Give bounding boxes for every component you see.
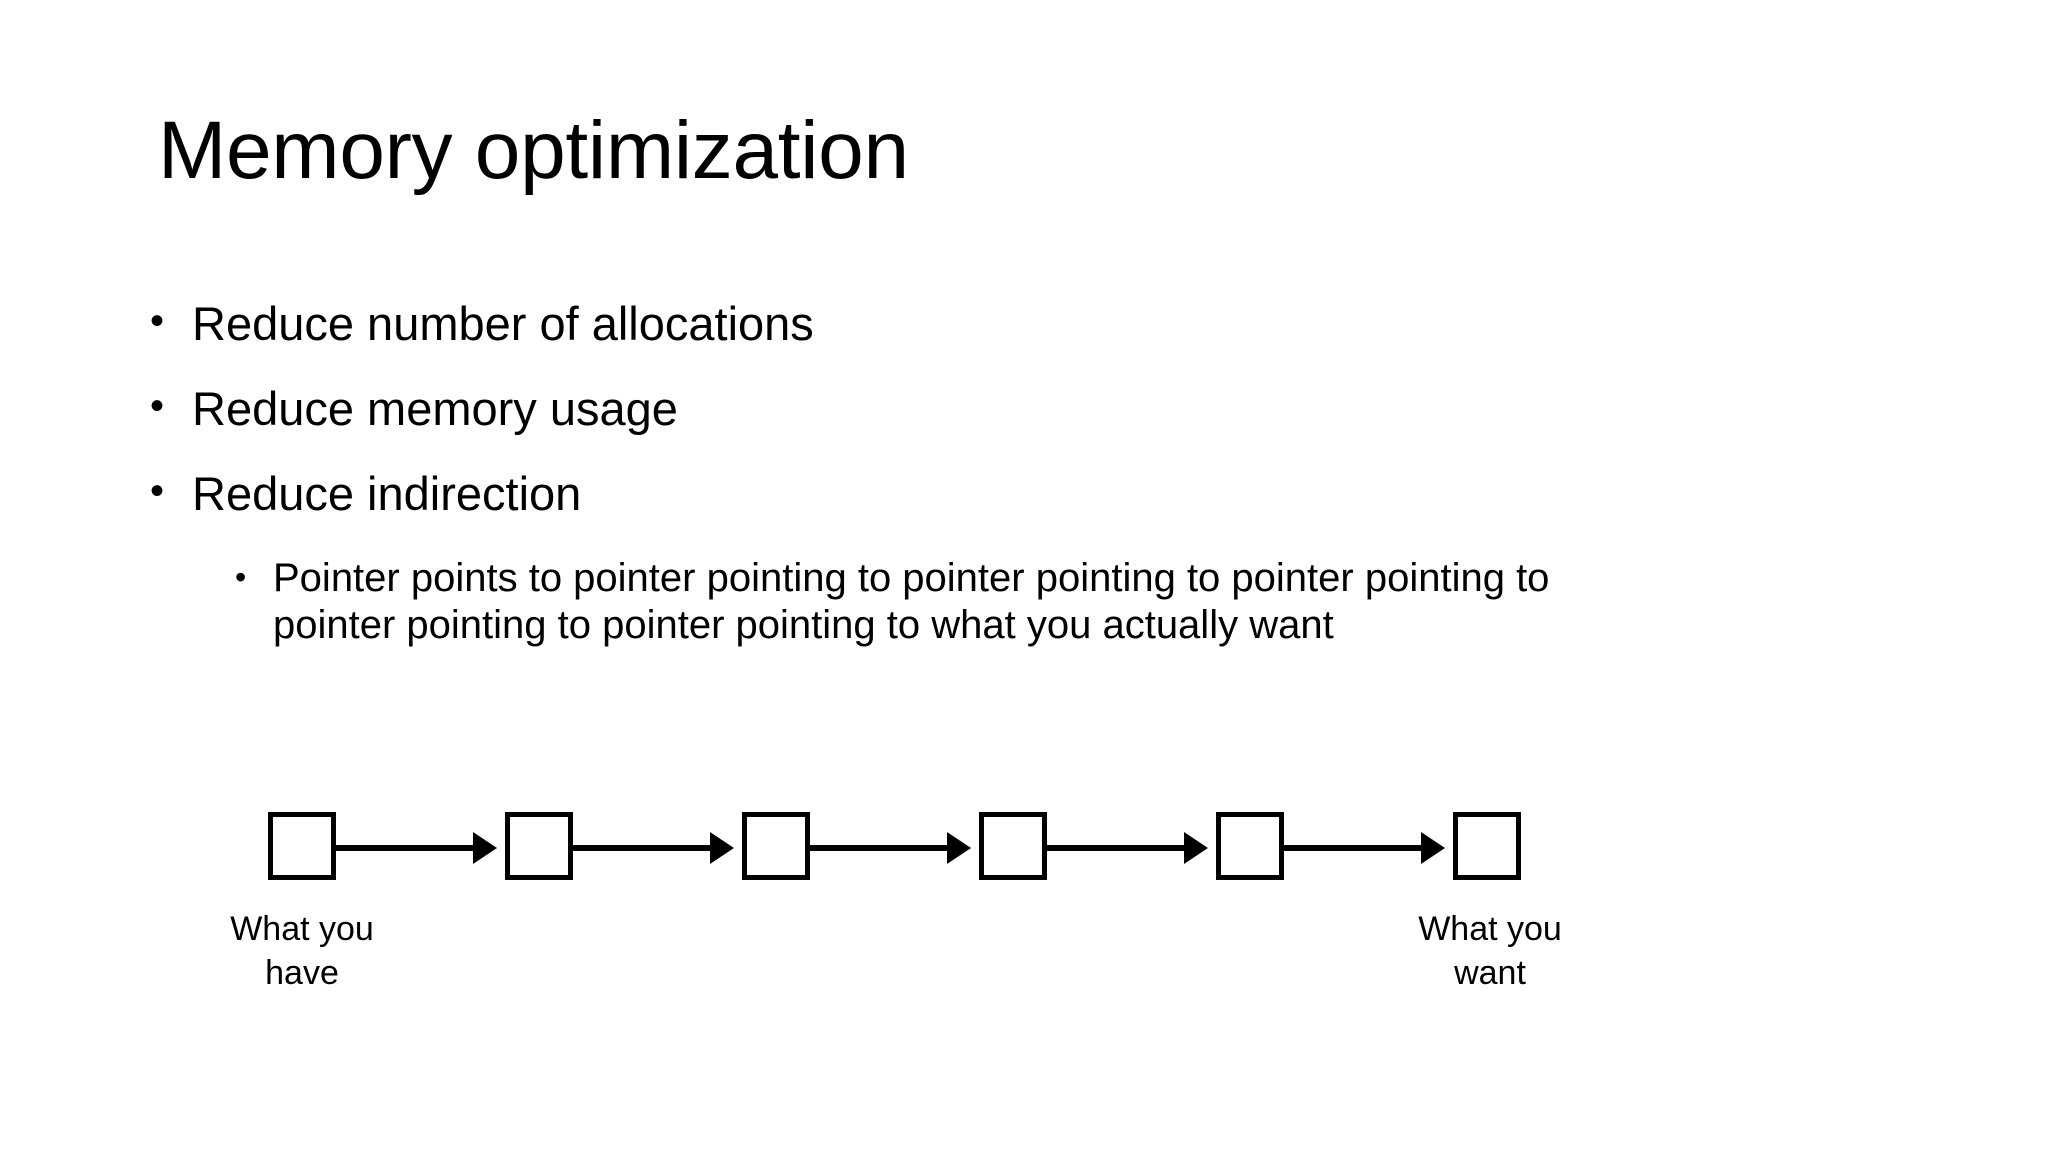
- bullet-marker-icon: •: [150, 469, 165, 513]
- sub-list-item-line-1: Pointer points to pointer pointing to po…: [273, 556, 1550, 600]
- diagram-label-what-you-want: What you want: [1375, 908, 1605, 995]
- pointer-arrow-line-5: [1284, 845, 1425, 851]
- pointer-arrow-head-5: [1421, 832, 1445, 864]
- page-title: Memory optimization: [158, 105, 909, 196]
- pointer-node-5: [1216, 812, 1284, 880]
- diagram-label-what-you-have: What you have: [187, 908, 417, 995]
- list-item-label: Reduce number of allocations: [192, 297, 814, 350]
- pointer-node-6: [1453, 812, 1521, 880]
- list-item: • Reduce number of allocations: [150, 297, 1940, 350]
- pointer-arrow-line-3: [810, 845, 951, 851]
- pointer-node-3: [742, 812, 810, 880]
- pointer-arrow-head-4: [1184, 832, 1208, 864]
- pointer-node-4: [979, 812, 1047, 880]
- bullet-marker-icon: •: [150, 299, 165, 343]
- pointer-chain: [268, 812, 1524, 884]
- diagram-label-have-line-2: have: [265, 953, 339, 992]
- pointer-chain-diagram: What you have What you want: [0, 780, 2048, 1080]
- sub-bullet-marker-icon: •: [235, 559, 247, 595]
- pointer-arrow-line-2: [573, 845, 714, 851]
- pointer-node-1: [268, 812, 336, 880]
- pointer-arrow-head-2: [710, 832, 734, 864]
- bullet-list: • Reduce number of allocations • Reduce …: [150, 297, 1940, 649]
- pointer-arrow-line-1: [336, 845, 477, 851]
- sub-list-item-line-2: pointer pointing to pointer pointing to …: [273, 603, 1334, 648]
- list-item: • Reduce indirection: [150, 467, 1940, 520]
- pointer-arrow-head-3: [947, 832, 971, 864]
- list-item-label: Reduce indirection: [192, 467, 582, 520]
- sub-list-item-label: Pointer points to pointer pointing to po…: [273, 555, 1549, 649]
- diagram-label-want-line-1: What you: [1418, 910, 1562, 948]
- list-item-label: Reduce memory usage: [192, 382, 678, 435]
- bullet-marker-icon: •: [150, 384, 165, 428]
- pointer-node-2: [505, 812, 573, 880]
- list-item: • Reduce memory usage: [150, 382, 1940, 435]
- diagram-label-want-line-2: want: [1454, 953, 1526, 992]
- sub-list-item: • Pointer points to pointer pointing to …: [235, 555, 1940, 649]
- pointer-arrow-line-4: [1047, 845, 1188, 851]
- diagram-label-have-line-1: What you: [230, 910, 374, 948]
- pointer-arrow-head-1: [473, 832, 497, 864]
